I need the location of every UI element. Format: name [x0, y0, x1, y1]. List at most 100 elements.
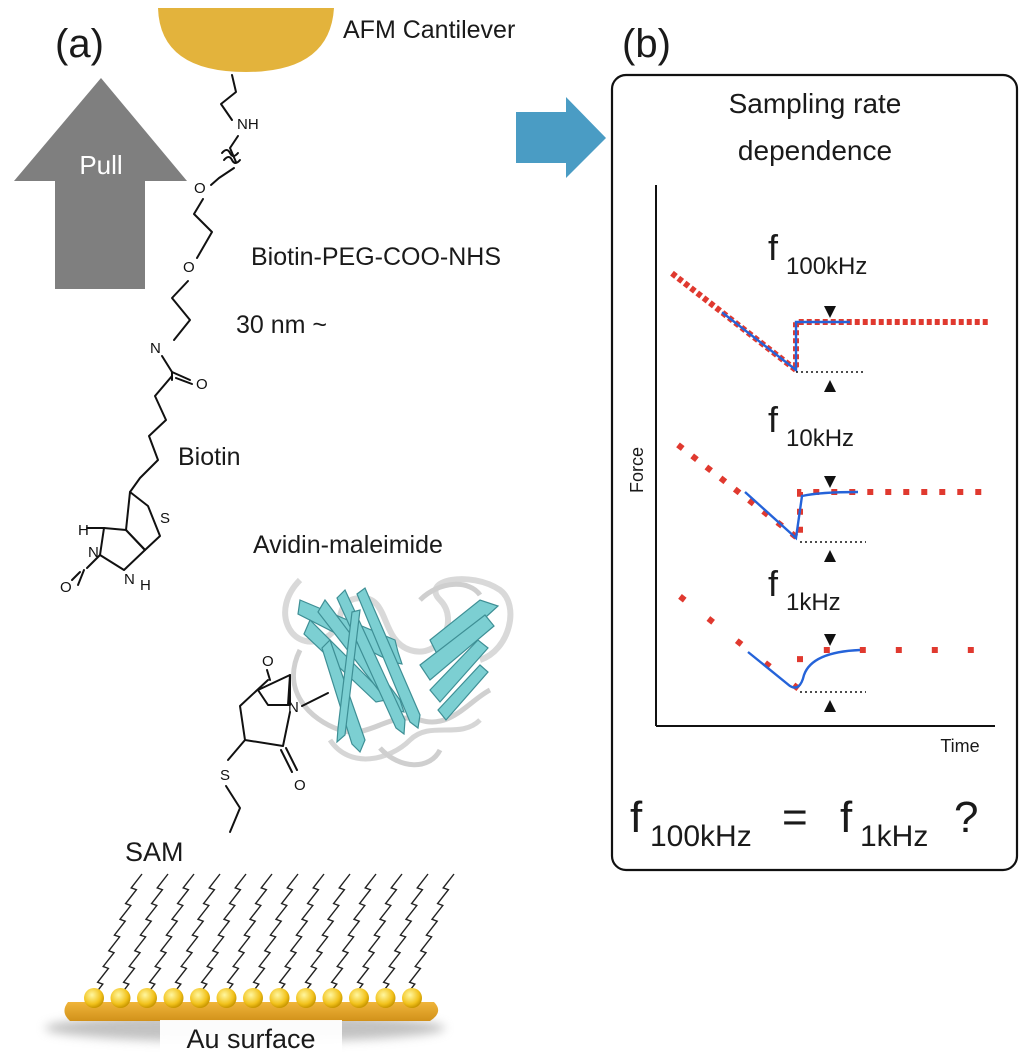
- equation-question: ?: [954, 793, 978, 842]
- trace-label-1khz: f 1kHz: [768, 563, 841, 616]
- trace-100khz-arrow-top: [824, 306, 836, 318]
- panel-a-label: (a): [55, 22, 104, 66]
- trace-1khz-fit: [747, 648, 861, 689]
- ether-o-label-1: O: [194, 180, 206, 197]
- panel-b-frame: [610, 73, 1019, 872]
- maleimide-n-label: N: [288, 699, 299, 716]
- force-traces: [670, 270, 990, 712]
- trace-10khz-samples: [676, 442, 990, 547]
- sam-chain: [273, 873, 325, 999]
- gold-atom: [243, 988, 263, 1008]
- trace-label-1khz-f: f: [768, 563, 779, 604]
- sam-chain: [377, 873, 429, 999]
- biotin-n-label-2: N: [124, 571, 135, 588]
- ether-o-label-2: O: [183, 259, 195, 276]
- gold-atom: [402, 988, 422, 1008]
- avidin-protein: [282, 576, 514, 768]
- gold-atoms: [84, 988, 422, 1008]
- sam-chain: [221, 873, 273, 999]
- gold-atom: [190, 988, 210, 1008]
- biotin-nh-label-2: H: [140, 577, 151, 594]
- equation-lhs-sub: 100kHz: [650, 820, 752, 853]
- trace-label-1khz-sub: 1kHz: [786, 589, 841, 616]
- au-surface-slab: [64, 1002, 439, 1021]
- trace-100khz-fit: [721, 311, 850, 373]
- surface-label: Au surface: [186, 1024, 315, 1054]
- thioether-s-label: S: [220, 767, 230, 784]
- sam-chain: [325, 873, 377, 999]
- biotin-n-label-1: N: [88, 544, 99, 561]
- trace-1khz-arrow-bottom: [824, 700, 836, 712]
- carbonyl-o-label: O: [196, 376, 208, 393]
- trace-100khz-arrow-bottom: [824, 380, 836, 392]
- trace-100khz: [670, 270, 990, 392]
- gold-atom: [375, 988, 396, 1008]
- trace-1khz: [678, 594, 990, 712]
- gold-atom: [322, 988, 343, 1008]
- gold-atom: [163, 988, 184, 1008]
- gold-atom: [269, 988, 290, 1008]
- biotin-label: Biotin: [178, 443, 241, 471]
- linker-label: Biotin-PEG-COO-NHS: [251, 243, 501, 271]
- pull-arrow: [14, 78, 187, 289]
- maleimide-o-label-2: O: [294, 777, 306, 794]
- sam-chain: [351, 873, 403, 999]
- maleimide-structure: O N O S: [220, 653, 329, 833]
- surface-label-bg: [160, 1020, 342, 1054]
- panel-b-label: (b): [622, 22, 671, 66]
- gold-atom: [110, 988, 131, 1008]
- break-symbol: [221, 149, 239, 157]
- biotin-nh-label-1: H: [78, 522, 89, 539]
- biotin-s-label: S: [160, 510, 170, 527]
- panel-b: (b) Sampling rate dependence Force Time …: [610, 22, 1019, 872]
- trace-10khz-fit: [744, 490, 859, 541]
- rate-equation: f 100kHz = f 1kHz ?: [630, 793, 978, 853]
- sam-chain: [117, 873, 169, 999]
- chart-title-line1: Sampling rate: [729, 88, 902, 119]
- linker-structure: NH O O N O S H N N H: [60, 74, 259, 596]
- trace-label-10khz-f: f: [768, 399, 779, 440]
- sam-chain: [91, 873, 143, 999]
- trace-label-10khz: f 10kHz: [768, 399, 854, 452]
- transition-arrow: [516, 97, 606, 178]
- x-axis-label: Time: [940, 736, 979, 756]
- amide-n-label: N: [150, 340, 161, 357]
- trace-label-10khz-sub: 10kHz: [786, 425, 854, 452]
- gold-atom: [296, 988, 316, 1008]
- urea-o-label: O: [60, 579, 72, 596]
- sam-chain: [169, 873, 221, 999]
- gold-atom: [137, 988, 157, 1008]
- trace-10khz-arrow-top: [824, 476, 836, 488]
- gold-atom: [216, 988, 237, 1008]
- chart-title-line2: dependence: [738, 135, 892, 166]
- trace-10khz: [676, 442, 990, 562]
- trace-label-100khz-sub: 100kHz: [786, 253, 867, 280]
- equation-rhs-sub: 1kHz: [860, 820, 928, 853]
- trace-10khz-arrow-bottom: [824, 550, 836, 562]
- y-axis-label: Force: [627, 447, 647, 493]
- trace-label-100khz: f 100kHz: [768, 227, 867, 280]
- trace-1khz-samples: [678, 594, 990, 697]
- cantilever-label: AFM Cantilever: [343, 16, 515, 44]
- gold-atom: [84, 988, 104, 1008]
- sam-monolayer: [91, 873, 455, 999]
- equation-lhs-f: f: [630, 793, 643, 842]
- sam-label: SAM: [125, 837, 184, 867]
- trace-1khz-arrow-top: [824, 634, 836, 646]
- sam-chain: [299, 873, 351, 999]
- length-label: 30 nm ~: [236, 311, 327, 339]
- sam-chain: [143, 873, 195, 999]
- sam-chain: [247, 873, 299, 999]
- maleimide-o-label-1: O: [262, 653, 274, 670]
- equation-equals: =: [782, 793, 808, 842]
- equation-rhs-f: f: [840, 793, 853, 842]
- panel-a: (a) AFM Cantilever Pull NH O O N O: [14, 8, 515, 1054]
- sam-chain: [195, 873, 247, 999]
- pull-label: Pull: [79, 150, 122, 180]
- sam-chain: [403, 873, 455, 999]
- avidin-label: Avidin-maleimide: [253, 531, 443, 559]
- gold-atom: [349, 988, 369, 1008]
- afm-cantilever: [158, 8, 334, 72]
- amine-nh-label: NH: [237, 116, 259, 133]
